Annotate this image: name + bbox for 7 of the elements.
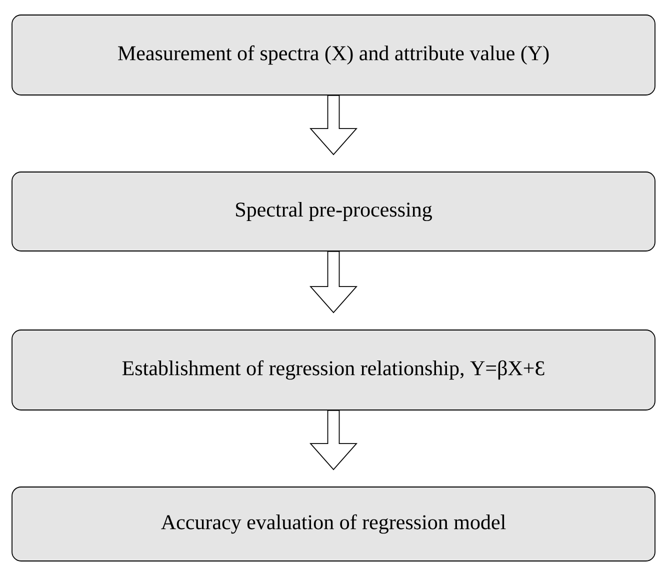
process-box: Establishment of regression relationship, Y=βX+Ɛ xyxy=(12,330,656,410)
process-box: Accuracy evaluation of regression model xyxy=(12,486,656,562)
block-arrow xyxy=(310,95,358,156)
process-box: Measurement of spectra (X) and attribute value (Y) xyxy=(12,14,656,96)
block-arrow xyxy=(310,410,358,470)
block-arrow xyxy=(310,251,358,314)
process-box: Spectral pre-processing xyxy=(12,172,656,252)
